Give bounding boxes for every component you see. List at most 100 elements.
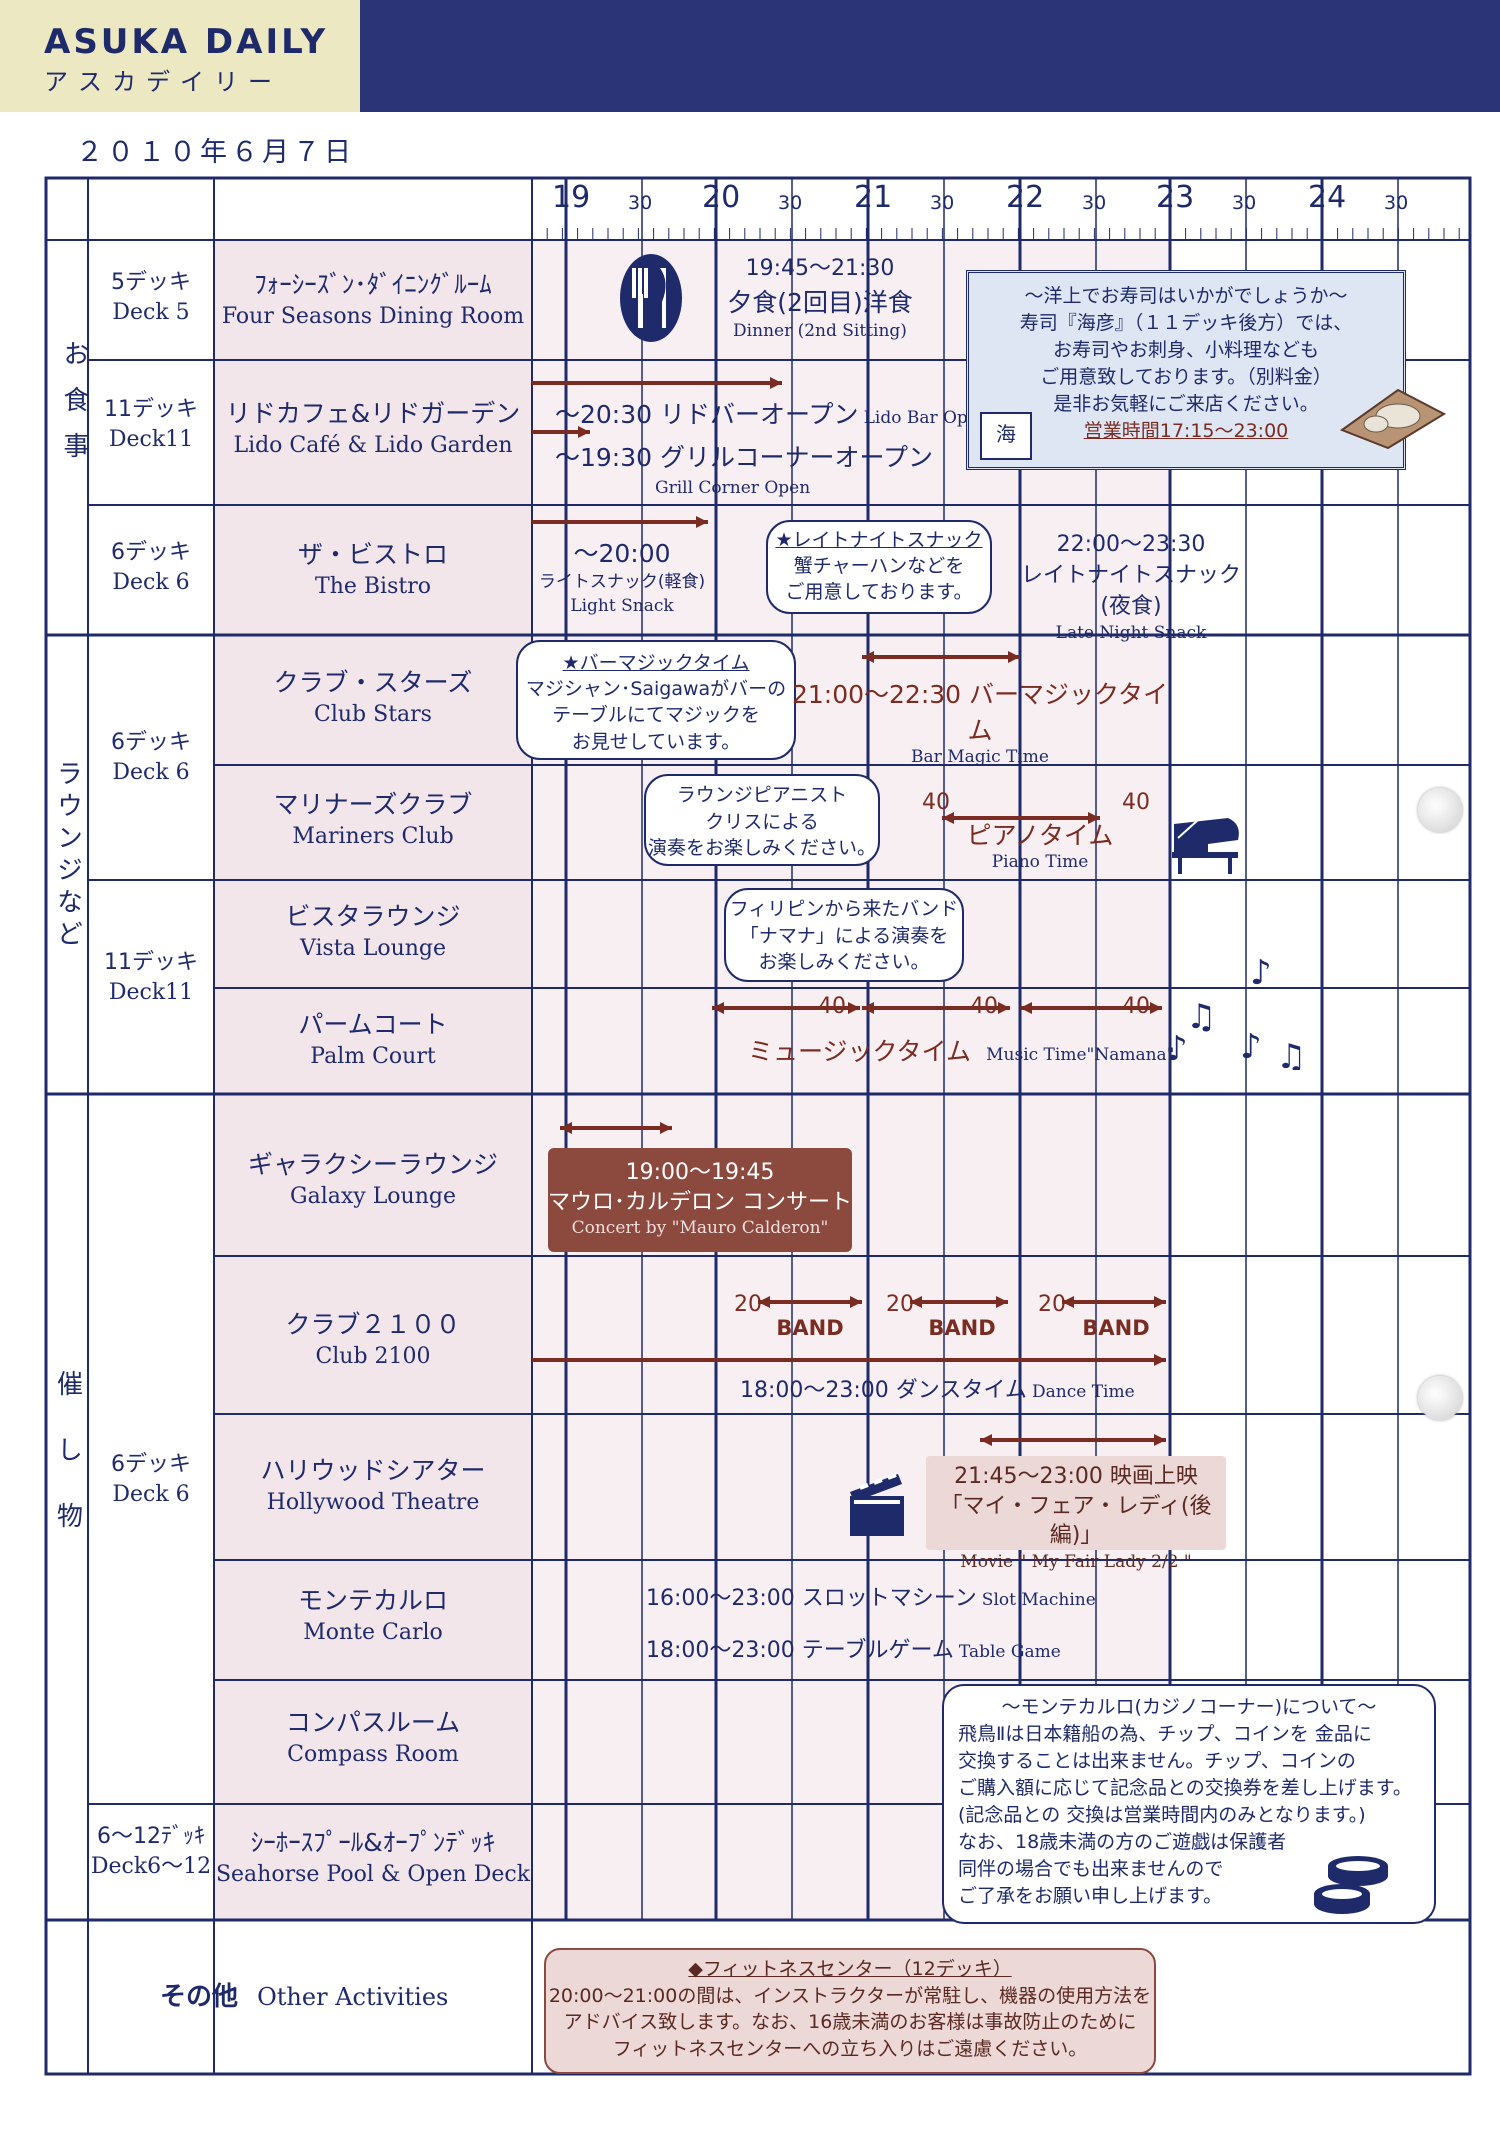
svg-text:♫: ♫: [1276, 1037, 1306, 1070]
venue-mariners: マリナーズクラブ Mariners Club: [214, 788, 532, 851]
arrow-head: [862, 1002, 874, 1014]
band-set-2: BAND: [928, 1316, 996, 1340]
venue-club2100-jp: クラブ２１００: [285, 1310, 461, 1339]
arrow-head: [758, 1296, 770, 1308]
row-venue-bg: [214, 1804, 532, 1920]
pianist-note-l2: クリスによる: [705, 810, 819, 833]
fitness-note-l2: 20:00～21:00の間は、インストラクターが常駐し、機器の使用方法を: [548, 1984, 1152, 2007]
music-notes-icon: ♪♫♪♪♫: [1166, 950, 1316, 1077]
late-night-time: 22:00～23:30: [1056, 532, 1206, 557]
category-dining: お食事: [48, 340, 89, 496]
casino-note-l6: なお、18歳未満の方のご遊戯は保護者: [958, 1830, 1287, 1853]
sushi-logo: 海: [980, 412, 1032, 460]
slot-event: 16:00～23:00 スロットマシーン Slot Machine: [646, 1580, 1096, 1612]
row-event-bg: [532, 1560, 1170, 1680]
deck-6-bistro: 6デッキ Deck 6: [88, 538, 214, 597]
table-en: Table Game: [958, 1642, 1061, 1662]
deck-6-bistro-en: Deck 6: [112, 569, 190, 595]
dinner-time: 19:45～21:30: [745, 256, 895, 281]
arrow-head: [998, 1002, 1010, 1014]
deck-6-lounge-jp: 6デッキ: [111, 730, 191, 755]
hour-label: 30: [930, 192, 955, 214]
deck-11-dining-en: Deck11: [108, 426, 194, 452]
row-venue-bg: [214, 635, 532, 765]
table-game-event: 18:00～23:00 テーブルゲーム Table Game: [646, 1632, 1061, 1664]
music-mark-3: 40: [1122, 994, 1150, 1019]
hour-label: 21: [854, 180, 893, 215]
casino-note-l3: 交換することは出来ません。チップ、コインの: [958, 1749, 1356, 1772]
arrow-head: [1020, 1002, 1032, 1014]
casino-note-l5: (記念品との 交換は営業時間内のみとなります。): [958, 1803, 1366, 1826]
venue-club-stars-en: Club Stars: [314, 701, 432, 727]
casino-chips-icon: [1310, 1848, 1410, 1918]
arrow-head: [1154, 1354, 1166, 1366]
hour-label: 23: [1156, 180, 1195, 215]
slot-en: Slot Machine: [981, 1590, 1096, 1610]
venue-palm: パームコート Palm Court: [214, 1008, 532, 1071]
band-note-l1: フィリピンから来たバンド: [729, 898, 959, 920]
dinner-icon: [618, 252, 684, 344]
arrow-head: [770, 377, 782, 389]
deck-11-lounge-jp: 11デッキ: [104, 950, 198, 975]
pianist-note-l1: ラウンジピアニスト: [676, 784, 848, 806]
venue-compass: コンパスルーム Compass Room: [214, 1706, 532, 1769]
venue-hollywood: ハリウッドシアター Hollywood Theatre: [214, 1454, 532, 1517]
deck-6-12-en: Deck6～12: [90, 1853, 212, 1879]
table-text: 18:00～23:00 テーブルゲーム: [646, 1638, 954, 1663]
grill-text: ～19:30 グリルコーナーオープン: [555, 443, 933, 472]
row-venue-bg: [214, 240, 532, 360]
row-venue-bg: [214, 765, 532, 880]
grill-en: Grill Corner Open: [655, 478, 811, 498]
casino-note-l8: ご了承をお願い申し上げます。: [958, 1884, 1223, 1907]
dance-text: 18:00～23:00 ダンスタイム: [740, 1378, 1027, 1403]
hour-label: 24: [1308, 180, 1347, 215]
hour-label: 30: [1082, 192, 1107, 214]
dinner-title: 夕食(2回目)洋食: [727, 287, 913, 317]
late-night-en: Late Night Snack: [1055, 623, 1207, 644]
piano-en: Piano Time: [991, 852, 1089, 872]
row-venue-bg: [214, 1094, 532, 1256]
header-band: [360, 0, 1500, 112]
venue-galaxy: ギャラクシーラウンジ Galaxy Lounge: [214, 1148, 532, 1211]
music-mark-2: 40: [970, 994, 998, 1019]
venue-club2100-en: Club 2100: [315, 1343, 431, 1369]
late-night-note-l3: ご用意しております。: [785, 580, 973, 603]
deck-6-events: 6デッキ Deck 6: [88, 1450, 214, 1509]
sushi-note-l3: お寿司やお刺身、小料理なども: [1052, 338, 1319, 361]
deck-6-bistro-jp: 6デッキ: [111, 540, 191, 565]
band-set-1: BAND: [776, 1316, 844, 1340]
lido-bar-text: ～20:30 リドバーオープン: [555, 400, 859, 429]
arrow-head: [560, 1122, 572, 1134]
fitness-note: ◆フィットネスセンター（12デッキ） 20:00～21:00の間は、インストラク…: [544, 1948, 1156, 2074]
venue-four-seasons-jp: ﾌｫｰｼｰｽﾞﾝ･ﾀﾞｲﾆﾝｸﾞﾙｰﾑ: [254, 270, 492, 299]
venue-club-stars-jp: クラブ・スターズ: [273, 668, 473, 697]
venue-club-stars: クラブ・スターズ Club Stars: [214, 666, 532, 729]
venue-compass-jp: コンパスルーム: [285, 1708, 461, 1737]
grill-event: ～19:30 グリルコーナーオープン Grill Corner Open: [555, 438, 933, 498]
hour-label: 30: [778, 192, 803, 214]
sushi-note: ～洋上でお寿司はいかがでしょうか～ 寿司『海彦』（１１デッキ後方）では、 お寿司…: [966, 270, 1406, 470]
piano-text: ピアノタイム: [966, 821, 1114, 850]
venue-bistro: ザ・ビストロ The Bistro: [214, 538, 532, 601]
casino-note-l1: ～モンテカルロ(カジノコーナー)について～: [1001, 1696, 1377, 1718]
music-event: ミュージックタイム Music Time"Namana": [748, 1032, 1175, 1068]
category-lounge-label: ラウンジなど: [52, 760, 83, 952]
venue-lido-jp: リドカフェ&リドガーデン: [225, 399, 521, 428]
light-snack-en: Light Snack: [570, 595, 674, 616]
svg-text:♪: ♪: [1240, 1027, 1262, 1067]
dinner-en: Dinner (2nd Sitting): [733, 320, 907, 341]
arrow-head: [980, 1434, 992, 1446]
category-events-label: 催し物: [52, 1370, 83, 1568]
concert-title: マウロ･カルデロン コンサート: [548, 1189, 852, 1215]
deck-6-12-jp: 6～12ﾃﾞｯｷ: [97, 1824, 205, 1849]
band-n3: 20: [1038, 1292, 1066, 1317]
arrow-head: [660, 1122, 672, 1134]
arrow-head: [1154, 1296, 1166, 1308]
deck-11-lounge-en: Deck11: [108, 979, 194, 1005]
venue-compass-en: Compass Room: [287, 1741, 459, 1767]
row-venue-bg: [214, 1256, 532, 1414]
piano-icon: [1168, 814, 1244, 876]
arrow-head: [578, 426, 590, 438]
venue-monte-carlo-en: Monte Carlo: [303, 1619, 443, 1645]
deck-6-events-en: Deck 6: [112, 1481, 190, 1507]
